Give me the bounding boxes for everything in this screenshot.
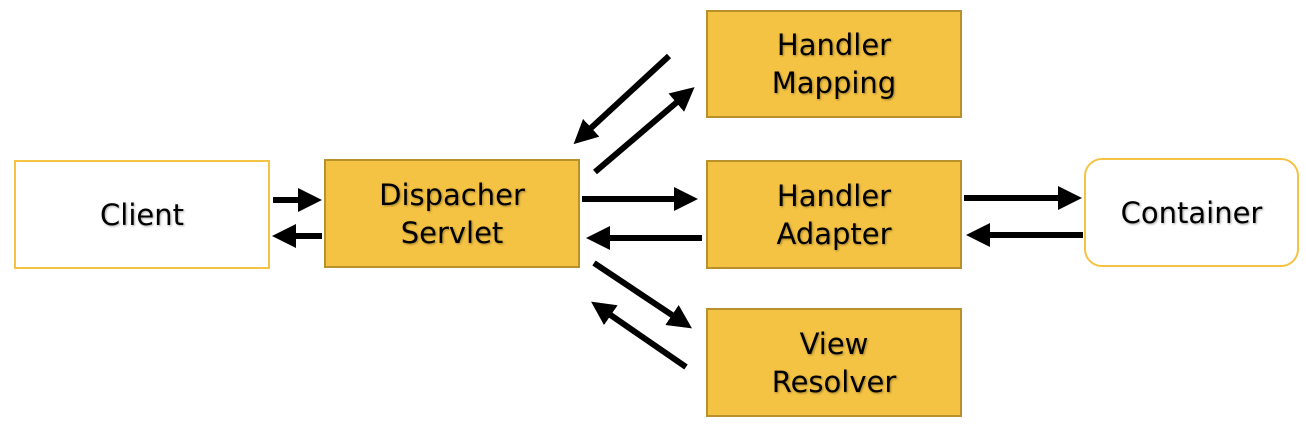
- client-label: Client: [100, 197, 184, 232]
- dispatcher-label-line-2: Servlet: [400, 215, 504, 250]
- view-resolver-node: View Resolver: [706, 308, 962, 417]
- view-resolver-label-line-2: Resolver: [771, 364, 897, 399]
- container-label: Container: [1120, 195, 1263, 230]
- client-node: Client: [14, 160, 270, 269]
- arrow-mapping-to-dispatcher: [573, 53, 672, 145]
- arrow-dispatcher-to-resolver: [592, 260, 692, 329]
- dispatcher-label-line-1: Dispacher: [379, 177, 525, 212]
- dispatcher-servlet-node: Dispacher Servlet: [324, 159, 580, 268]
- handler-mapping-node: Handler Mapping: [706, 10, 962, 118]
- handler-adapter-node: Handler Adapter: [706, 160, 962, 269]
- container-node: Container: [1084, 158, 1299, 267]
- arrow-resolver-to-dispatcher: [591, 301, 688, 370]
- arrow-dispatcher-to-mapping: [593, 87, 695, 175]
- handler-adapter-label-line-1: Handler: [776, 178, 892, 213]
- handler-mapping-label-line-2: Mapping: [771, 66, 897, 100]
- handler-mapping-label-line-1: Handler: [776, 28, 892, 62]
- handler-adapter-label-line-2: Adapter: [776, 216, 892, 251]
- view-resolver-label-line-1: View: [799, 326, 869, 361]
